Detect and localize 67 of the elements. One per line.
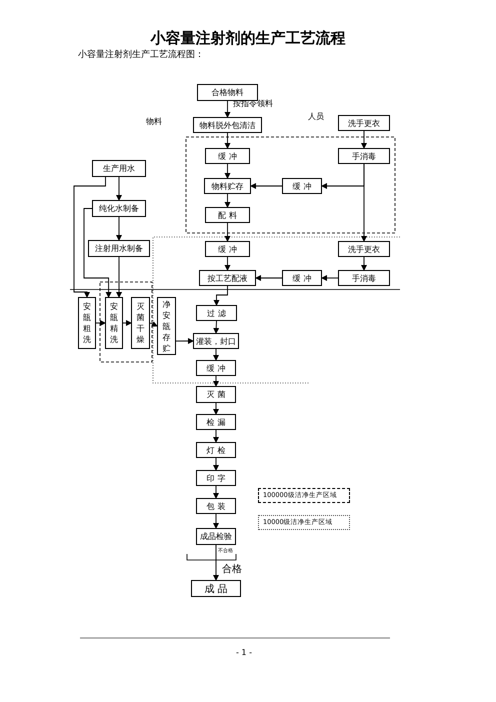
arrow bbox=[321, 275, 338, 281]
process-box: 缓 冲 bbox=[205, 148, 250, 164]
arrow bbox=[250, 183, 282, 189]
process-box: 安瓿粗洗 bbox=[78, 297, 96, 349]
process-box: 灭 菌 bbox=[196, 386, 236, 403]
process-box: 过 滤 bbox=[196, 305, 237, 321]
process-box: 缓 冲 bbox=[196, 360, 236, 376]
process-box: 灌装，封口 bbox=[193, 333, 239, 349]
arrow bbox=[74, 176, 106, 298]
process-box: 缓 冲 bbox=[205, 241, 250, 257]
arrow bbox=[224, 194, 230, 208]
side-label: 人员 bbox=[308, 111, 324, 122]
arrow bbox=[361, 130, 367, 149]
process-box: 物料贮存 bbox=[204, 178, 251, 194]
process-box: 手消毒 bbox=[338, 270, 390, 286]
arrow bbox=[214, 286, 228, 306]
process-box: 成品检验 bbox=[196, 528, 236, 545]
process-box: 注射用水制备 bbox=[88, 240, 150, 257]
process-box: 纯化水制备 bbox=[92, 200, 146, 217]
process-box: 缓 冲 bbox=[282, 270, 322, 286]
process-box: 安瓿精洗 bbox=[105, 297, 123, 349]
arrow bbox=[213, 348, 219, 361]
arrow bbox=[116, 176, 122, 201]
process-box: 洗手更衣 bbox=[338, 241, 390, 257]
process-box: 配 料 bbox=[205, 207, 250, 223]
arrow bbox=[224, 164, 230, 179]
process-box: 灭菌干燥 bbox=[131, 297, 150, 349]
arrow bbox=[96, 320, 106, 326]
process-box: 检 漏 bbox=[196, 414, 236, 430]
process-box: 成 品 bbox=[191, 580, 241, 597]
process-box: 缓 冲 bbox=[282, 178, 322, 194]
arrow bbox=[213, 376, 219, 387]
edge-label: 合格 bbox=[222, 562, 242, 576]
arrow bbox=[213, 320, 220, 334]
header-text: 小容量注射剂生产工艺流程图： bbox=[78, 48, 204, 61]
page-title: 小容量注射剂的生产工艺流程 bbox=[149, 29, 346, 48]
page-number: - 1 - bbox=[236, 648, 252, 657]
arrow bbox=[213, 402, 219, 415]
arrow bbox=[84, 208, 112, 298]
process-box: 包 装 bbox=[196, 498, 236, 514]
arrow bbox=[361, 164, 367, 242]
process-box: 净安瓿存贮 bbox=[157, 297, 176, 355]
side-label: 物料 bbox=[146, 116, 162, 127]
arrow bbox=[361, 256, 367, 271]
process-box: 物料脱外包清洁 bbox=[193, 117, 262, 133]
process-box: 按工艺配液 bbox=[199, 270, 256, 286]
arrow bbox=[213, 544, 219, 581]
process-box: 印 字 bbox=[196, 470, 236, 486]
arrow bbox=[176, 338, 194, 344]
arrow bbox=[224, 132, 230, 149]
arrow bbox=[116, 216, 122, 241]
arrow bbox=[255, 275, 282, 281]
arrow bbox=[122, 320, 132, 326]
arrow bbox=[224, 222, 230, 242]
process-box: 合格物料 bbox=[197, 84, 258, 101]
arrow bbox=[224, 256, 230, 271]
process-box: 手消毒 bbox=[338, 148, 390, 164]
arrow bbox=[116, 256, 122, 298]
arrow bbox=[213, 458, 219, 471]
process-box: 生产用水 bbox=[92, 160, 146, 177]
process-box: 灯 检 bbox=[196, 442, 236, 458]
arrow bbox=[224, 100, 230, 118]
arrow bbox=[150, 321, 158, 327]
process-box: 洗手更衣 bbox=[338, 115, 390, 131]
arrow bbox=[213, 486, 219, 499]
arrow bbox=[213, 514, 219, 529]
arrow bbox=[213, 430, 219, 443]
